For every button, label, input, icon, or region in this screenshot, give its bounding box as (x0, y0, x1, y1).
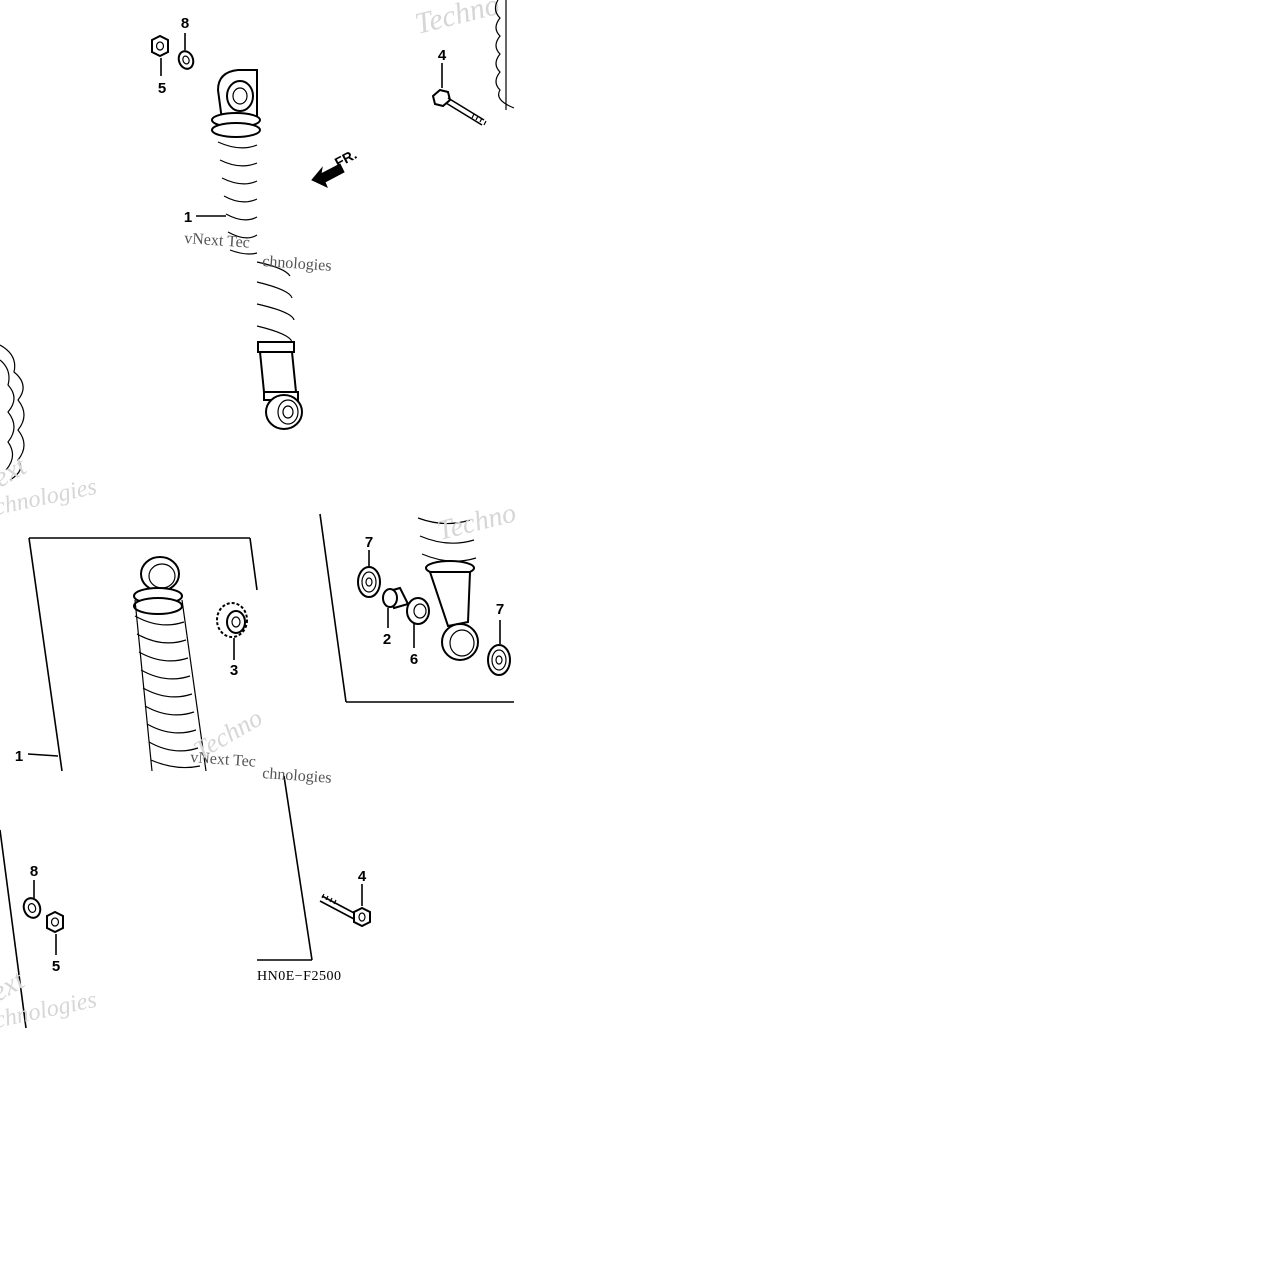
tile-lower-left: 8 5 ext chnologies (0, 829, 99, 1034)
tile-bottom-left: 3 1 vNext Tec Techno (15, 537, 267, 772)
bushing-part (406, 597, 430, 625)
washer-part (177, 50, 195, 70)
frame-line (28, 537, 63, 772)
frame-line (0, 829, 27, 1029)
bolt-part (431, 88, 487, 126)
washer-part (22, 897, 42, 919)
nut-part (151, 34, 169, 58)
bushing-part (216, 602, 248, 638)
callout-1: 1 (184, 209, 192, 226)
watermark-text: Techno (434, 497, 519, 546)
nut-part (46, 910, 64, 934)
drawing-code: HN0E−F2500 (257, 969, 341, 984)
callout-3: 3 (230, 662, 238, 679)
callout-7: 7 (365, 534, 373, 551)
callout-7: 7 (496, 601, 504, 618)
shock-absorber-part (133, 556, 207, 772)
leader-line (27, 753, 59, 757)
callout-8: 8 (30, 863, 38, 880)
shock-absorber-part (256, 261, 303, 430)
watermark-text: Techno (412, 0, 503, 41)
callout-8: 8 (181, 15, 189, 32)
shock-absorber-part (417, 517, 479, 661)
watermark-text: chnologies (262, 765, 332, 787)
tile-middle-row: ext chnologies chnologies (0, 253, 332, 521)
watermark-text: chnologies (262, 253, 332, 275)
callout-5: 5 (158, 80, 166, 97)
bolt-part (319, 893, 371, 928)
tile-top-right: Techno 4 FR. (311, 0, 515, 188)
callout-5: 5 (52, 958, 60, 975)
watermark-text: vNext Tec (184, 230, 251, 252)
tile-lower-middle: chnologies 4 HN0E−F2500 (257, 765, 371, 984)
callout-6: 6 (410, 651, 418, 668)
frame-line (249, 537, 258, 591)
callout-1: 1 (15, 748, 23, 765)
frame-line (283, 775, 313, 961)
frame-line (319, 513, 347, 703)
callout-4: 4 (358, 868, 367, 885)
callout-2: 2 (383, 631, 391, 648)
callout-4: 4 (438, 47, 447, 64)
watermark-text: vNext Tec (190, 749, 257, 771)
shock-absorber-part (211, 69, 261, 255)
front-direction-arrow: FR. (311, 146, 359, 188)
collar-part (382, 586, 410, 610)
tile-top-left: 8 5 1 vNext Tec (151, 15, 261, 255)
bearing-part (357, 566, 381, 598)
bearing-part (487, 644, 511, 676)
tile-bottom-right: Techno 7 2 6 7 (319, 497, 519, 703)
